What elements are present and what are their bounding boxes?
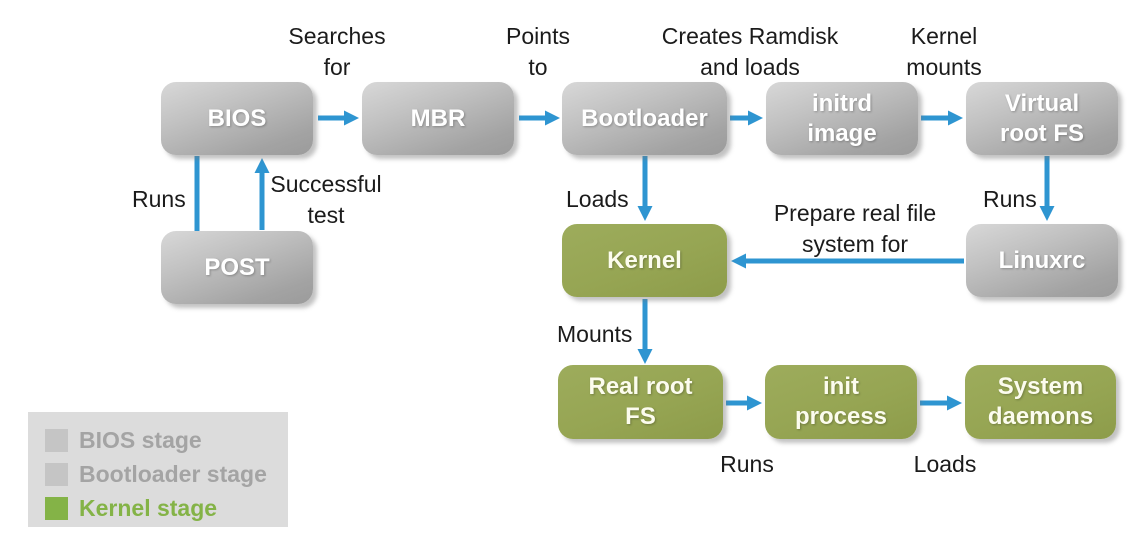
node-daemons-label: System xyxy=(997,373,1084,400)
legend-label: Bootloader stage xyxy=(79,461,267,487)
node-bios: BIOS xyxy=(161,82,313,155)
legend-label: Kernel stage xyxy=(79,495,218,521)
node-virtualfs-label2: root FS xyxy=(1000,119,1084,147)
node-bootloader-label: Bootloader xyxy=(581,104,708,132)
legend-swatch-gray xyxy=(45,463,68,486)
node-post: POST xyxy=(161,231,313,304)
node-linuxrc: Linuxrc xyxy=(966,224,1118,297)
node-post-label: POST xyxy=(204,253,270,281)
node-linuxrc-label: Linuxrc xyxy=(998,246,1086,274)
node-daemons-label2: daemons xyxy=(987,403,1094,430)
node-system-daemons: System daemons xyxy=(965,365,1116,439)
node-init-label2: process xyxy=(794,403,888,430)
legend-swatch-gray xyxy=(45,429,68,452)
node-virtualfs-label: Virtual xyxy=(1004,89,1080,117)
node-init-process: init process xyxy=(765,365,917,439)
node-mbr: MBR xyxy=(362,82,514,155)
node-initrd-image: initrd image xyxy=(766,82,918,155)
edge-label-runs-linuxrc: Runs xyxy=(983,186,1037,212)
edge-label-mounts: Mounts xyxy=(557,321,633,347)
node-initrd-label2: image xyxy=(807,119,877,147)
node-realrootfs-label2: FS xyxy=(625,403,656,430)
node-initrd-label: initrd xyxy=(812,89,872,117)
edge-label-runs-init: Runs xyxy=(720,451,774,477)
node-bootloader: Bootloader xyxy=(562,82,727,155)
legend-label: BIOS stage xyxy=(79,427,202,453)
legend-swatch-green xyxy=(45,497,68,520)
edge-label-runs-post: Runs xyxy=(132,186,186,212)
node-real-root-fs: Real root FS xyxy=(558,365,723,439)
legend-item-bootloader-stage: Bootloader stage xyxy=(45,461,288,488)
node-init-label: init xyxy=(823,373,859,400)
node-kernel: Kernel xyxy=(562,224,727,297)
legend-item-bios-stage: BIOS stage xyxy=(45,427,288,454)
node-virtual-root-fs: Virtual root FS xyxy=(966,82,1118,155)
node-kernel-label: Kernel xyxy=(607,246,682,274)
node-bios-label: BIOS xyxy=(207,104,267,132)
legend: BIOS stage Bootloader stage Kernel stage xyxy=(28,412,288,527)
edge-label-loads-kernel: Loads xyxy=(566,186,629,212)
edge-label-loads-daemons: Loads xyxy=(913,451,977,477)
node-realrootfs-label: Real root xyxy=(588,373,693,400)
legend-item-kernel-stage: Kernel stage xyxy=(45,495,288,522)
node-mbr-label: MBR xyxy=(410,104,466,132)
